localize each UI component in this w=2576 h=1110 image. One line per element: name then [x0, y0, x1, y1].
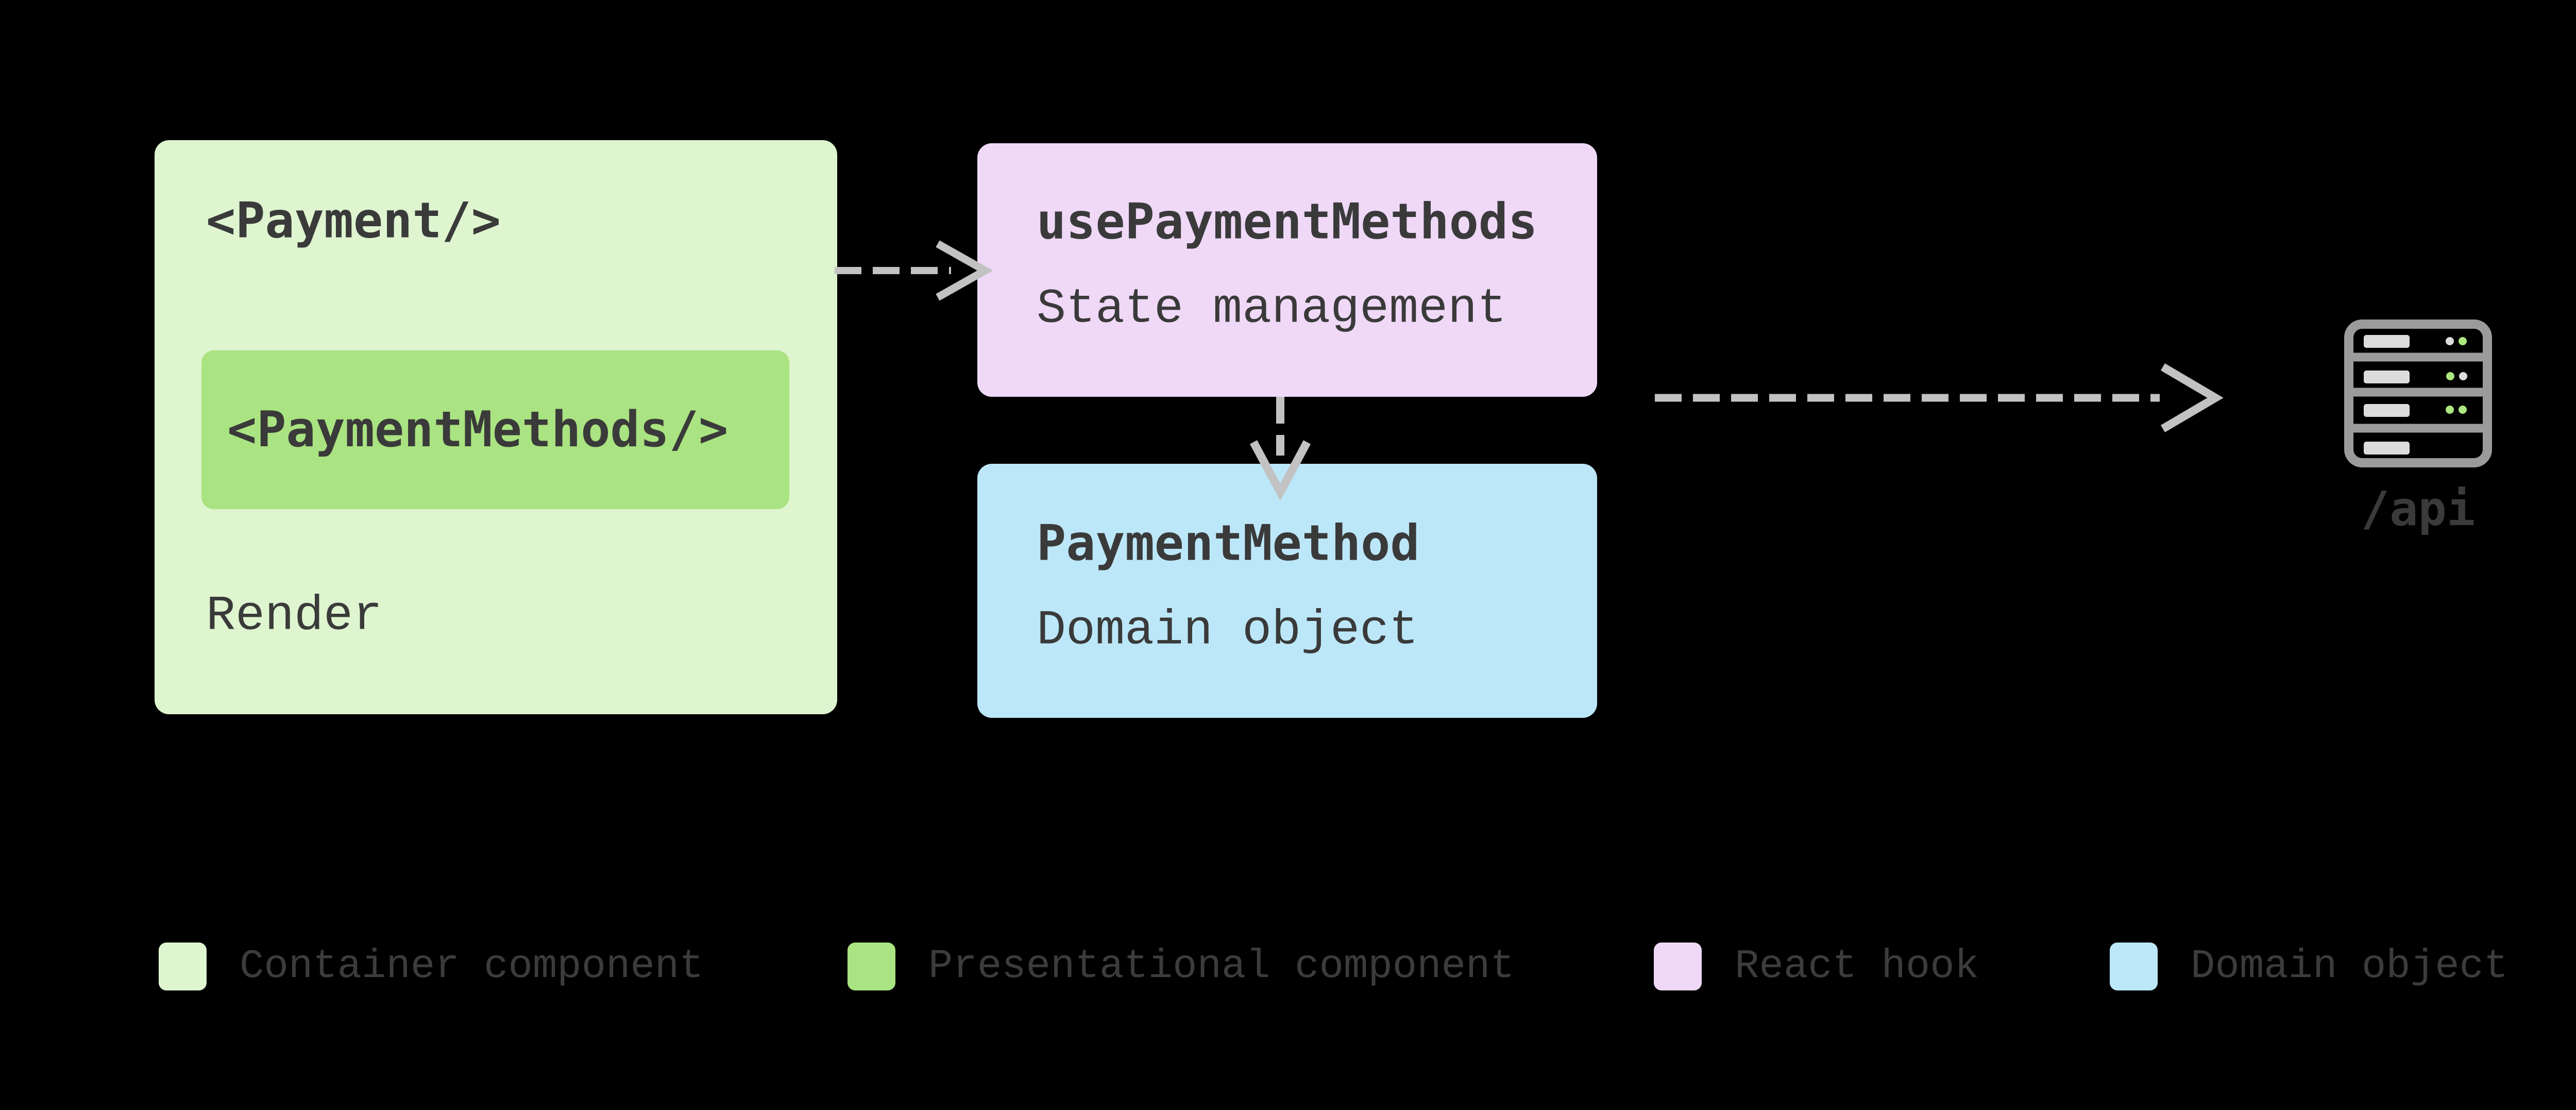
- legend-label: Container component: [240, 943, 704, 989]
- server-led-gray: [2459, 372, 2467, 380]
- legend-item-presentational-component: Presentational component: [848, 942, 1515, 991]
- server-led-gray: [2446, 337, 2454, 345]
- domain-box: PaymentMethod Domain object: [977, 464, 1597, 718]
- server-led-green: [2459, 406, 2467, 414]
- legend-swatch-react-hook: [1654, 943, 1702, 990]
- server-led-green: [2459, 337, 2467, 345]
- legend-swatch-domain-object: [2110, 943, 2158, 990]
- server-slot: [2364, 371, 2410, 383]
- hook-box-title: usePaymentMethods: [1037, 193, 1538, 250]
- domain-box-title: PaymentMethod: [1037, 515, 1420, 572]
- legend-item-container-component: Container component: [159, 942, 704, 991]
- server-led-green: [2446, 406, 2454, 414]
- payment-methods-box-title: <PaymentMethods/>: [227, 401, 728, 458]
- server-icon: [2344, 319, 2492, 467]
- legend-swatch-container-component: [159, 943, 207, 990]
- api-label: /api: [2361, 481, 2476, 536]
- server-slot: [2364, 442, 2410, 455]
- hook-box-subtitle: State management: [1037, 281, 1507, 337]
- server-slot: [2364, 335, 2410, 348]
- payment-methods-box: <PaymentMethods/>: [201, 350, 789, 509]
- legend-item-domain-object: Domain object: [2110, 942, 2508, 991]
- payment-container-box: <Payment/> <PaymentMethods/> Render: [155, 140, 837, 714]
- legend-label: React hook: [1735, 943, 1979, 989]
- legend-swatch-presentational-component: [848, 943, 895, 990]
- server-led-green: [2446, 372, 2454, 380]
- legend-label: Presentational component: [928, 943, 1515, 989]
- server-slot: [2364, 404, 2410, 417]
- legend-item-react-hook: React hook: [1654, 942, 1979, 991]
- render-label: Render: [206, 588, 383, 644]
- hook-box: usePaymentMethods State management: [977, 143, 1597, 397]
- legend-label: Domain object: [2191, 943, 2509, 989]
- arrow-hook-to-api: [1655, 363, 2224, 432]
- domain-box-subtitle: Domain object: [1037, 602, 1419, 659]
- payment-box-title: <Payment/>: [206, 192, 501, 249]
- arrow-payment-to-hook: [835, 240, 993, 301]
